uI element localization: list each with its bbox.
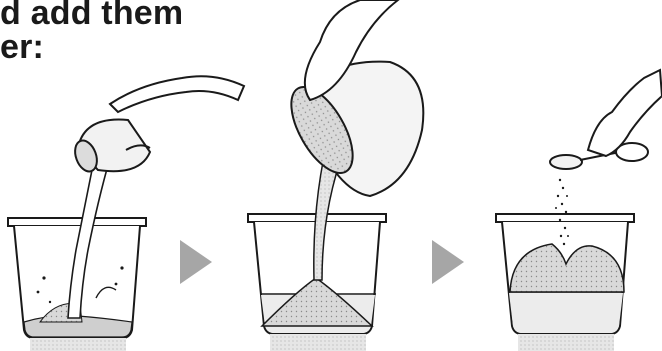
step-1-illustration: [8, 76, 244, 351]
arrow-right-icon: [432, 240, 464, 284]
bowl-pour-icon: [279, 62, 423, 196]
step-2-illustration: [248, 0, 423, 351]
step-3-illustration: [496, 70, 662, 351]
arrow-right-icon: [180, 240, 212, 284]
cup-pour-icon: [71, 120, 150, 175]
hand-1: [110, 76, 244, 112]
